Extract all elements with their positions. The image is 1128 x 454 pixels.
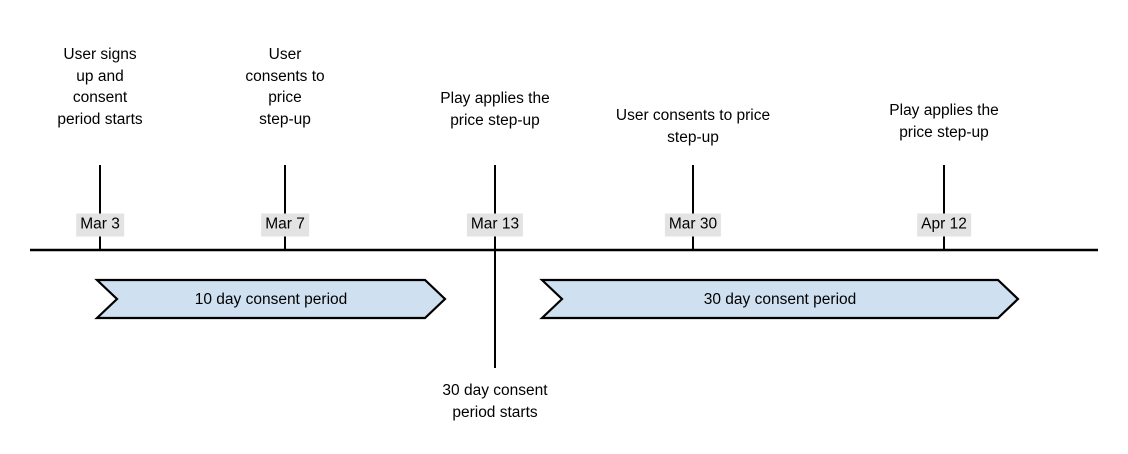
event-label-apr-12: Play applies the price step-up xyxy=(889,102,999,141)
banner-label-thirty-day: 30 day consent period xyxy=(703,291,857,308)
date-chip-mar-7[interactable]: Mar 7 xyxy=(261,213,309,237)
banner-shape-ten-day[interactable] xyxy=(94,278,447,320)
date-chip-mar-13[interactable]: Mar 13 xyxy=(466,213,524,237)
event-label-mar-13: Play applies the price step-up xyxy=(440,90,550,129)
event-tick-lines xyxy=(99,165,945,368)
date-chip-mar-3[interactable]: Mar 3 xyxy=(76,213,124,237)
event-label-mar-30: User consents to price step-up xyxy=(615,107,771,146)
consent-period-banners xyxy=(94,278,1020,320)
date-chip-apr-12[interactable]: Apr 12 xyxy=(917,213,971,237)
note-thirty-day-start: 30 day consent period starts xyxy=(442,382,548,421)
banner-shape-thirty-day[interactable] xyxy=(539,278,1020,320)
date-chip-mar-30[interactable]: Mar 30 xyxy=(664,213,722,237)
event-label-mar-7: User consents to price step-up xyxy=(245,46,325,128)
event-label-mar-3: User signs up and consent period starts xyxy=(57,46,143,128)
banner-label-ten-day: 10 day consent period xyxy=(194,291,348,308)
